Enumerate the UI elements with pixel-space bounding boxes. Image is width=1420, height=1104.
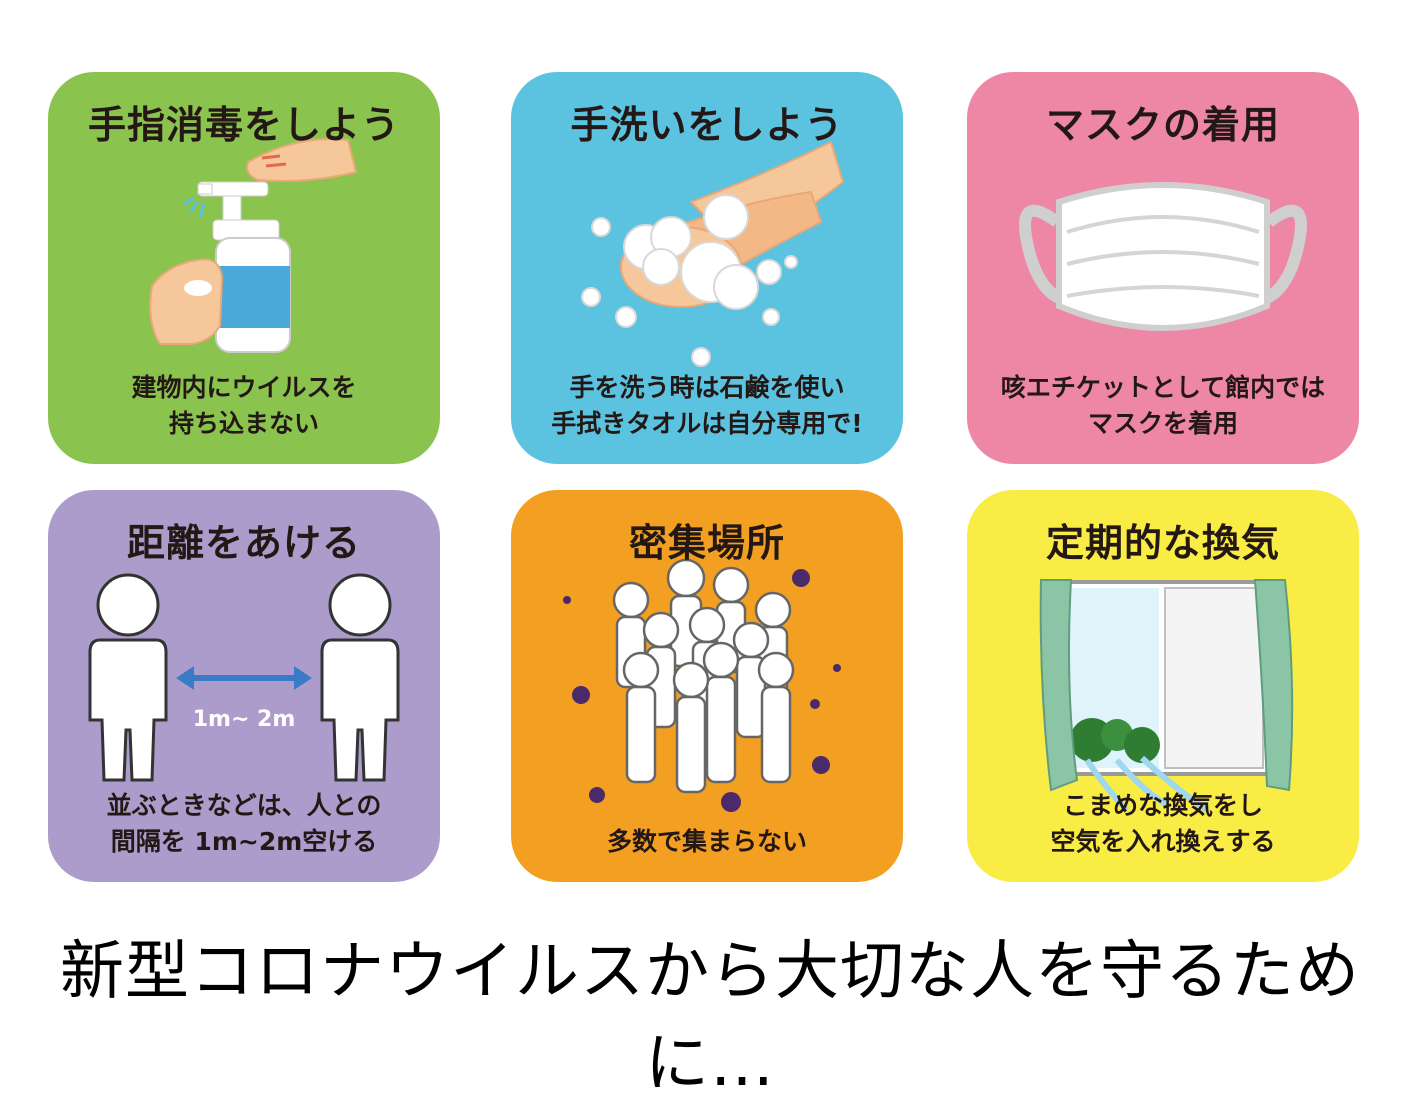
card-caption: 並ぶときなどは、人との 間隔を 1m~2m空ける	[48, 788, 440, 860]
caption-line: 持ち込まない	[168, 409, 319, 438]
caption-line: 建物内にウイルスを	[131, 373, 357, 402]
crowd-icon	[563, 558, 841, 812]
social-distance-icon: 1m~ 2m	[88, 573, 400, 782]
hand-washing-icon	[581, 140, 845, 367]
card-title: 距離をあける	[126, 521, 361, 565]
card-caption: 咳エチケットとして館内では マスクを着用	[967, 370, 1359, 442]
caption-line: 間隔を 1m~2m空ける	[110, 827, 378, 856]
caption-line: マスクを着用	[1087, 409, 1238, 438]
card-caption: 多数で集まらない	[511, 824, 903, 860]
caption-line: 多数で集まらない	[606, 827, 807, 856]
caption-line: 咳エチケットとして館内では	[1000, 373, 1326, 402]
caption-line: 手を洗う時は石鹸を使い	[569, 373, 845, 402]
open-window-icon	[1039, 579, 1294, 813]
card-hand-sanitize: 手指消毒をしよう 建物内にウイルスを 持ち込まない	[48, 72, 440, 464]
card-title: 手指消毒をしよう	[87, 103, 400, 147]
card-ventilation: 定期的な換気 こまめな換気をし 空気を入れ換えする	[967, 490, 1359, 882]
hand-sanitizer-icon	[149, 137, 358, 353]
card-distance: 1m~ 2m 距離をあける 並ぶときなどは、人との 間隔を 1m~2m空ける	[48, 490, 440, 882]
card-caption: こまめな換気をし 空気を入れ換えする	[967, 788, 1359, 860]
card-title: 定期的な換気	[1045, 521, 1280, 565]
card-crowd: 密集場所 多数で集まらない	[511, 490, 903, 882]
card-title: マスクの着用	[1045, 103, 1280, 147]
face-mask-icon	[1019, 182, 1307, 331]
poster-footer-text: 新型コロナウイルスから大切な人を守るために…	[60, 935, 1360, 1101]
caption-line: 空気を入れ換えする	[1050, 827, 1276, 856]
caption-line: こまめな換気をし	[1062, 791, 1263, 820]
card-title: 密集場所	[628, 521, 785, 565]
card-caption: 建物内にウイルスを 持ち込まない	[48, 370, 440, 442]
caption-line: 手拭きタオルは自分専用で!	[551, 409, 863, 438]
card-hand-washing: 手洗いをしよう 手を洗う時は石鹸を使い 手拭きタオルは自分専用で!	[511, 72, 903, 464]
distance-label: 1m~ 2m	[193, 707, 296, 732]
caption-line: 並ぶときなどは、人との	[106, 791, 382, 820]
card-title: 手洗いをしよう	[570, 103, 844, 147]
card-mask: マスクの着用 咳エチケットとして館内では マスクを着用	[967, 72, 1359, 464]
card-caption: 手を洗う時は石鹸を使い 手拭きタオルは自分専用で!	[511, 370, 903, 442]
